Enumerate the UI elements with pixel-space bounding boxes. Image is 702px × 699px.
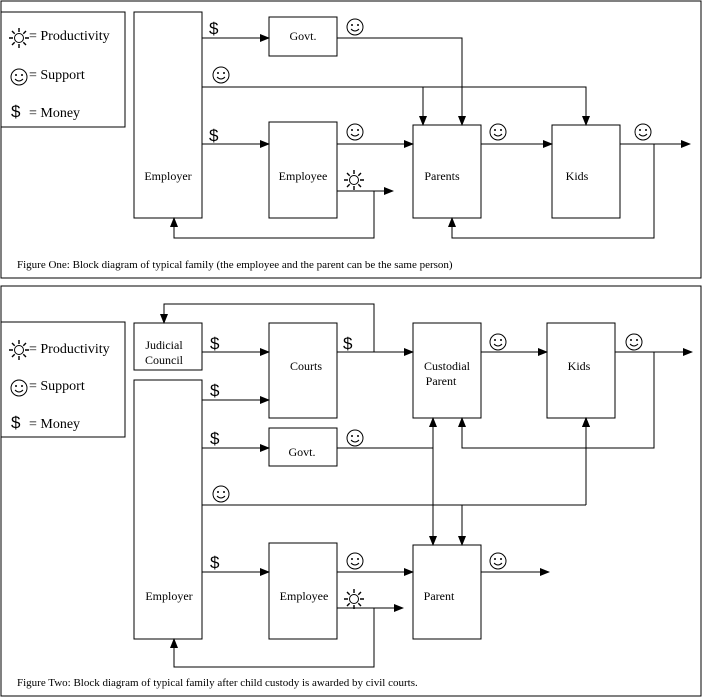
parents-block bbox=[412, 124, 482, 219]
figure-two-caption: Figure Two: Block diagram of typical fam… bbox=[17, 677, 418, 689]
judicial-council-block bbox=[133, 322, 203, 371]
figure-two: = Productivity = Support $ = Money Judic… bbox=[0, 285, 702, 697]
judicial-council-label-1: Judicial bbox=[145, 338, 183, 352]
legend-productivity: = Productivity bbox=[29, 342, 110, 357]
smiley-icon bbox=[346, 552, 364, 570]
dollar-icon: $ bbox=[210, 334, 220, 353]
legend-money: = Money bbox=[29, 417, 80, 432]
kids-block bbox=[551, 124, 621, 219]
dollar-icon: $ bbox=[210, 381, 220, 400]
kids-label: Kids bbox=[568, 359, 591, 373]
employee-label: Employee bbox=[279, 169, 328, 183]
legend-support: = Support bbox=[29, 379, 85, 394]
employer-label: Employer bbox=[145, 589, 192, 603]
parents-label: Parents bbox=[424, 169, 460, 183]
smiley-icon bbox=[346, 429, 364, 447]
dollar-icon: $ bbox=[11, 413, 21, 432]
smiley-icon bbox=[346, 18, 364, 36]
legend-money: = Money bbox=[29, 106, 80, 121]
figure-one-frame bbox=[0, 0, 702, 279]
govt-block bbox=[268, 16, 338, 57]
legend-figure-one: = Productivity = Support $ = Money bbox=[0, 11, 126, 128]
flows-figure-two: $ $ $ $ bbox=[160, 303, 693, 668]
legend-figure-two: = Productivity = Support $ = Money bbox=[0, 321, 126, 438]
dollar-icon: $ bbox=[210, 429, 220, 448]
courts-block bbox=[268, 322, 338, 419]
smiley-icon bbox=[489, 552, 507, 570]
employer-block bbox=[133, 11, 203, 219]
smiley-icon bbox=[10, 379, 28, 397]
govt-label: Govt. bbox=[289, 445, 316, 459]
employee-label: Employee bbox=[280, 589, 329, 603]
parent-block bbox=[412, 544, 482, 640]
govt-label: Govt. bbox=[290, 29, 317, 43]
flows-figure-one: $ $ bbox=[170, 18, 691, 239]
custodial-parent-block bbox=[412, 322, 482, 419]
legend-box bbox=[0, 321, 126, 438]
govt-block bbox=[268, 427, 338, 467]
dollar-icon: $ bbox=[209, 19, 219, 38]
smiley-icon bbox=[346, 123, 364, 141]
dollar-icon: $ bbox=[209, 126, 219, 145]
legend-productivity: = Productivity bbox=[29, 29, 110, 44]
smiley-icon bbox=[625, 333, 643, 351]
smiley-icon bbox=[489, 123, 507, 141]
smiley-icon bbox=[489, 333, 507, 351]
figure-two-frame bbox=[0, 285, 702, 697]
custodial-parent-label-1: Custodial bbox=[424, 359, 471, 373]
smiley-icon bbox=[634, 123, 652, 141]
sun-icon bbox=[8, 339, 30, 361]
kids-block bbox=[546, 322, 616, 419]
employee-block bbox=[268, 121, 338, 219]
sun-icon bbox=[8, 27, 30, 49]
parent-label: Parent bbox=[424, 589, 455, 603]
dollar-icon: $ bbox=[11, 102, 21, 121]
custodial-parent-label-2: Parent bbox=[426, 374, 457, 388]
smiley-icon bbox=[212, 485, 230, 503]
dollar-icon: $ bbox=[343, 334, 353, 353]
kids-label: Kids bbox=[566, 169, 589, 183]
employee-block bbox=[268, 542, 338, 640]
judicial-council-label-2: Council bbox=[145, 353, 184, 367]
courts-label: Courts bbox=[290, 359, 322, 373]
legend-support: = Support bbox=[29, 68, 85, 83]
figure-one: = Productivity = Support $ = Money Emplo… bbox=[0, 0, 702, 279]
employer-block bbox=[133, 379, 203, 640]
figure-one-caption: Figure One: Block diagram of typical fam… bbox=[17, 259, 453, 271]
employer-label: Employer bbox=[144, 169, 191, 183]
smiley-icon bbox=[212, 66, 230, 84]
sun-icon bbox=[343, 588, 365, 610]
sun-icon bbox=[343, 169, 365, 191]
smiley-icon bbox=[10, 68, 28, 86]
dollar-icon: $ bbox=[210, 553, 220, 572]
